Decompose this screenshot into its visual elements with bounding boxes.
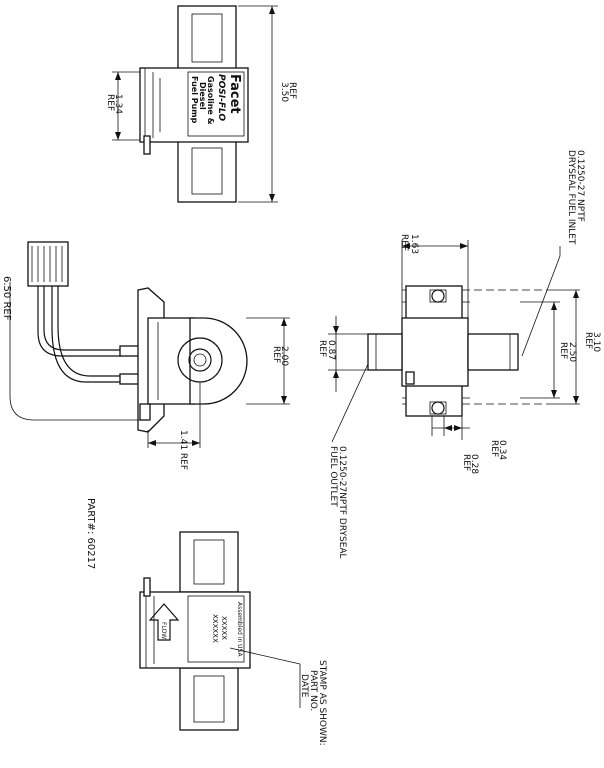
- dim-3-10: 3.10: [591, 332, 601, 352]
- dim-2-00: 2.00: [279, 346, 289, 366]
- outlet-callout-line2: FUEL OUTLET: [328, 446, 338, 507]
- flow-arrow-label: FLOW: [160, 622, 167, 639]
- dim-3-10-ref: REF: [583, 332, 593, 349]
- dim-0-87: 0.87: [326, 340, 336, 360]
- dim-0-87-ref: REF: [317, 340, 327, 357]
- stamp-line2: XXXXX: [220, 616, 228, 640]
- inlet-callout-line1: 0.1250-27 NPTF: [575, 150, 585, 222]
- dim-1-34: 1.34: [113, 94, 123, 114]
- dim-0-34-ref: REF: [489, 440, 499, 457]
- dim-2-00-ref: REF: [271, 346, 281, 363]
- label-line3: Fuel Pump: [190, 76, 199, 124]
- dim-3-50: 3.50: [279, 82, 289, 102]
- top-view: Facet POSI-FLO Gasoline & Diesel Fuel Pu…: [105, 5, 297, 203]
- dim-1-34-ref: REF: [105, 94, 115, 111]
- dim-0-34: 0.34: [497, 440, 507, 460]
- stamp-callout-line1: STAMP AS SHOWN:: [317, 660, 327, 746]
- outlet-callout-line1: 0.1250-27NPTF DRYSEAL: [337, 446, 347, 559]
- label-line1: Gasoline &: [206, 76, 215, 125]
- stamp-line3: XXXXXX: [211, 614, 219, 643]
- dim-6-50-ref: 6.50 REF: [1, 276, 12, 321]
- bottom-view: FLOW Assembled in USA XXXXX XXXXXX STAMP…: [139, 531, 327, 746]
- stamp-callout-line3: DATE: [299, 674, 309, 698]
- inlet-callout-line2: DRYSEAL FUEL INLET: [566, 150, 576, 245]
- dim-1-63: 1.63: [409, 234, 419, 254]
- stamp-line1: Assembled in USA: [236, 602, 243, 657]
- label-model: POSI-FLO: [216, 74, 226, 121]
- dim-1-63-ref: REF: [399, 234, 409, 251]
- part-number: PART#: 60217: [85, 498, 96, 569]
- stamp-callout-line2: PART NO.: [308, 670, 318, 711]
- dim-0-28-ref: REF: [461, 454, 471, 471]
- label-line2: Diesel: [198, 82, 207, 110]
- dim-1-41-ref: 1.41 REF: [178, 430, 188, 470]
- dim-2-50: 2.50: [567, 342, 577, 362]
- side-view: 6.50 REF 2.00 REF 1.41 REF: [1, 241, 290, 470]
- dim-0-28: 0.28: [469, 454, 479, 474]
- label-brand: Facet: [227, 74, 242, 114]
- right-view: 1.63 REF 0.87 REF 3.10 REF 2.50 REF 0.3: [317, 150, 601, 559]
- dim-2-50-ref: REF: [558, 342, 568, 359]
- dim-3-50-ref: REF: [287, 82, 297, 99]
